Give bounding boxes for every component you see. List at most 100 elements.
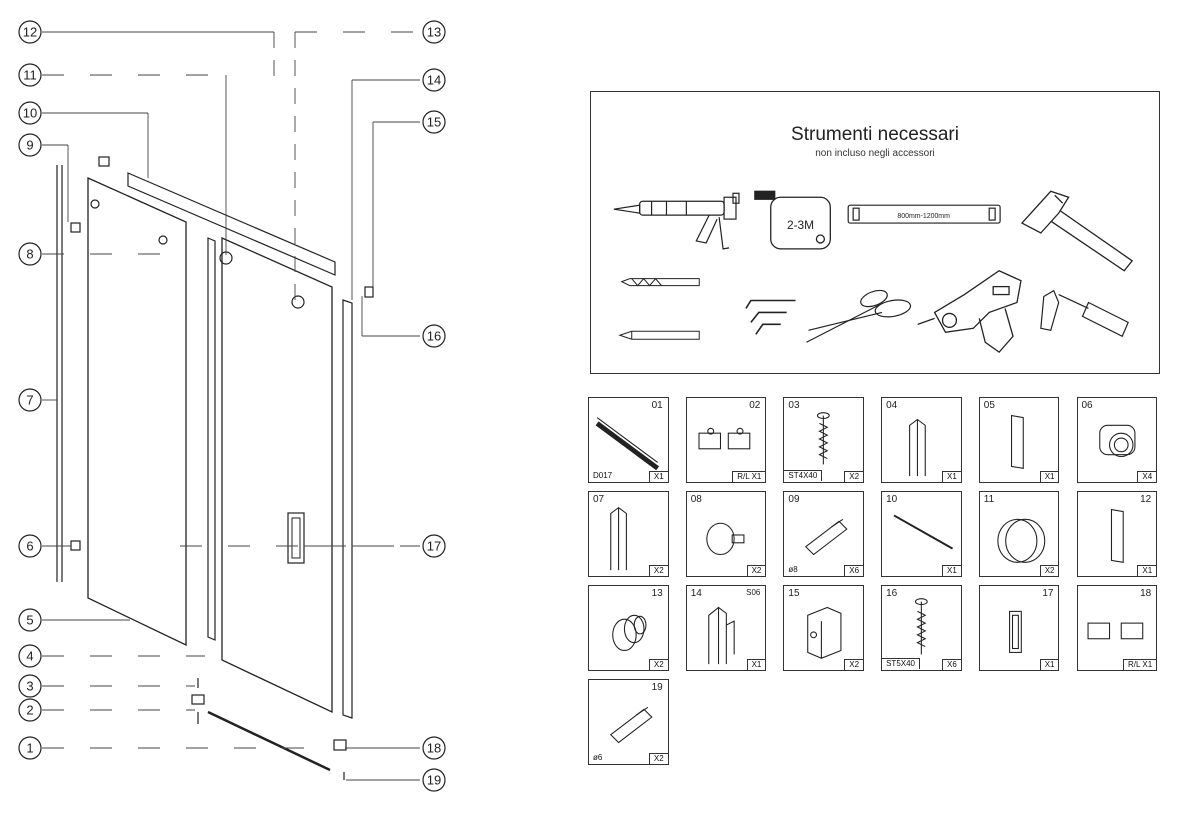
part-number: 19 [651, 682, 663, 693]
part-drawing [805, 518, 848, 556]
callout-4: 4 [18, 644, 42, 668]
callout-18: 18 [422, 736, 446, 760]
callout-19: 19 [422, 768, 446, 792]
part-number: 15 [788, 588, 800, 599]
scissors-icon [806, 289, 912, 343]
part-drawing [807, 606, 842, 659]
part-quantity: X1 [1039, 471, 1059, 482]
callout-label: 14 [427, 73, 441, 88]
callout-3: 3 [18, 674, 42, 698]
callout-16: 16 [422, 324, 446, 348]
part-quantity: X2 [648, 565, 668, 576]
part-drawing [1087, 622, 1143, 640]
callout-15: 15 [422, 110, 446, 134]
part-spec: ST5X40 [882, 658, 920, 669]
spirit-level-label: 800mm-1200mm [897, 213, 950, 220]
tools-panel: Strumenti necessari non incluso negli ac… [590, 91, 1160, 374]
screwdriver-icon [1040, 289, 1129, 338]
callout-label: 11 [23, 68, 37, 83]
callout-label: 4 [26, 649, 33, 664]
caulking-gun-icon [613, 192, 740, 250]
callout-5: 5 [18, 608, 42, 632]
part-drawing [610, 506, 627, 571]
callout-label: 9 [26, 138, 33, 153]
callout-14: 14 [422, 68, 446, 92]
part-drawing [609, 706, 653, 744]
part-drawing [1010, 414, 1024, 469]
part-quantity: X2 [844, 659, 864, 670]
callout-label: 10 [23, 106, 37, 121]
part-number: 02 [749, 400, 761, 411]
part-number: 04 [886, 400, 898, 411]
part-number: 13 [651, 588, 663, 599]
part-spec: D017 [593, 471, 613, 480]
part-number: 12 [1140, 494, 1152, 505]
part-number: 16 [886, 588, 898, 599]
part-spec: ø8 [788, 565, 798, 574]
part-quantity: X1 [1039, 659, 1059, 670]
part-number: 14 [690, 588, 702, 599]
part-spec: ST4X40 [784, 470, 823, 481]
part-drawing [915, 598, 928, 655]
part-drawing [893, 514, 954, 550]
part-quantity: X2 [746, 565, 766, 576]
part-drawing [997, 518, 1046, 563]
power-drill-icon [917, 269, 1022, 354]
part-spec: ø6 [593, 753, 603, 762]
callout-label: 7 [26, 393, 33, 408]
part-drawing [1008, 610, 1022, 653]
callout-7: 7 [18, 388, 42, 412]
callout-10: 10 [18, 101, 42, 125]
part-number: 17 [1042, 588, 1054, 599]
drill-bit-icon [620, 277, 700, 287]
part-quantity: X1 [941, 471, 961, 482]
callout-2: 2 [18, 698, 42, 722]
callout-label: 17 [427, 539, 441, 554]
part-drawing [909, 418, 926, 477]
part-quantity: R/L X1 [1123, 659, 1157, 670]
callout-label: 16 [427, 329, 441, 344]
part-drawing [817, 412, 831, 465]
part-drawing [1110, 508, 1124, 563]
allen-keys-icon [745, 299, 796, 335]
tools-title: Strumenti necessari [791, 124, 959, 145]
callout-label: 8 [26, 247, 33, 262]
part-drawing [705, 522, 745, 556]
callout-6: 6 [18, 534, 42, 558]
part-number: 05 [983, 400, 995, 411]
part-quantity: X1 [941, 565, 961, 576]
part-quantity: X4 [1137, 471, 1157, 482]
tools-illustrations: 2-3M 800mm-1200mm [613, 190, 1134, 354]
part-drawing [1098, 424, 1135, 458]
callout-label: 2 [26, 703, 33, 718]
hammer-icon [1020, 190, 1134, 272]
part-quantity: X1 [746, 659, 766, 670]
callout-label: 12 [23, 25, 37, 40]
callout-8: 8 [18, 242, 42, 266]
part-quantity: X1 [1137, 565, 1157, 576]
callout-1: 1 [18, 736, 42, 760]
part-quantity: X2 [844, 471, 864, 482]
part-drawing [707, 606, 735, 665]
callout-13: 13 [422, 20, 446, 44]
tools-subtitle: non incluso negli accessori [815, 148, 935, 159]
part-number: 06 [1081, 400, 1093, 411]
callout-label: 3 [26, 679, 33, 694]
part-quantity: X6 [844, 565, 864, 576]
